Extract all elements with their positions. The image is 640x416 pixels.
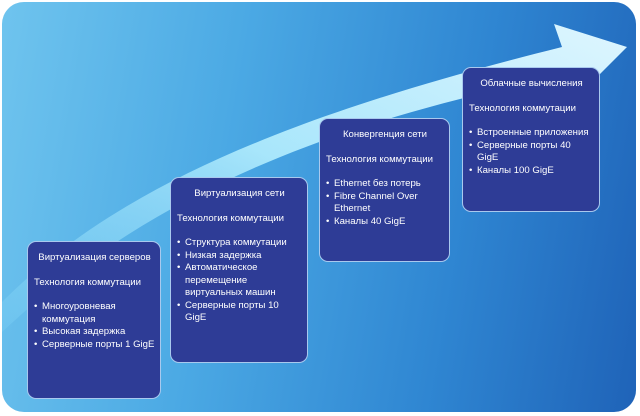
feature-list: Многоуровневая коммутацияВысокая задержк… [34, 301, 155, 351]
feature-list: Структура коммутацииНизкая задержкаАвтом… [177, 237, 302, 325]
feature-item: Автоматическое перемещение виртуальных м… [177, 262, 302, 300]
feature-item: Fibre Channel Over Ethernet [326, 191, 444, 216]
feature-list: Ethernet без потерьFibre Channel Over Et… [326, 178, 444, 228]
feature-item: Серверные порты 10 GigE [177, 300, 302, 325]
feature-item: Каналы 100 GigE [469, 165, 594, 178]
feature-item: Серверные порты 40 GigE [469, 140, 594, 165]
stage-title: Виртуализация сети [194, 188, 285, 199]
feature-item: Серверные порты 1 GigE [34, 339, 155, 352]
stage-subtitle: Технология коммутации [34, 276, 141, 288]
stage-subtitle: Технология коммутации [469, 102, 576, 114]
stage-title: Виртуализация серверов [38, 252, 151, 263]
feature-item: Ethernet без потерь [326, 178, 444, 191]
feature-list: Встроенные приложенияСерверные порты 40 … [469, 127, 594, 177]
feature-item: Структура коммутации [177, 237, 302, 250]
growth-arrow-icon [2, 24, 627, 332]
stage-subtitle: Технология коммутации [177, 212, 284, 224]
feature-item: Высокая задержка [34, 326, 155, 339]
stage-title: Облачные вычисления [480, 78, 583, 89]
stage-title: Конвергенция сети [342, 129, 428, 140]
feature-item: Каналы 40 GigE [326, 216, 444, 229]
feature-item: Встроенные приложения [469, 127, 594, 140]
stage-subtitle: Технология коммутации [326, 153, 433, 165]
feature-item: Многоуровневая коммутация [34, 301, 155, 326]
feature-item: Низкая задержка [177, 250, 302, 263]
